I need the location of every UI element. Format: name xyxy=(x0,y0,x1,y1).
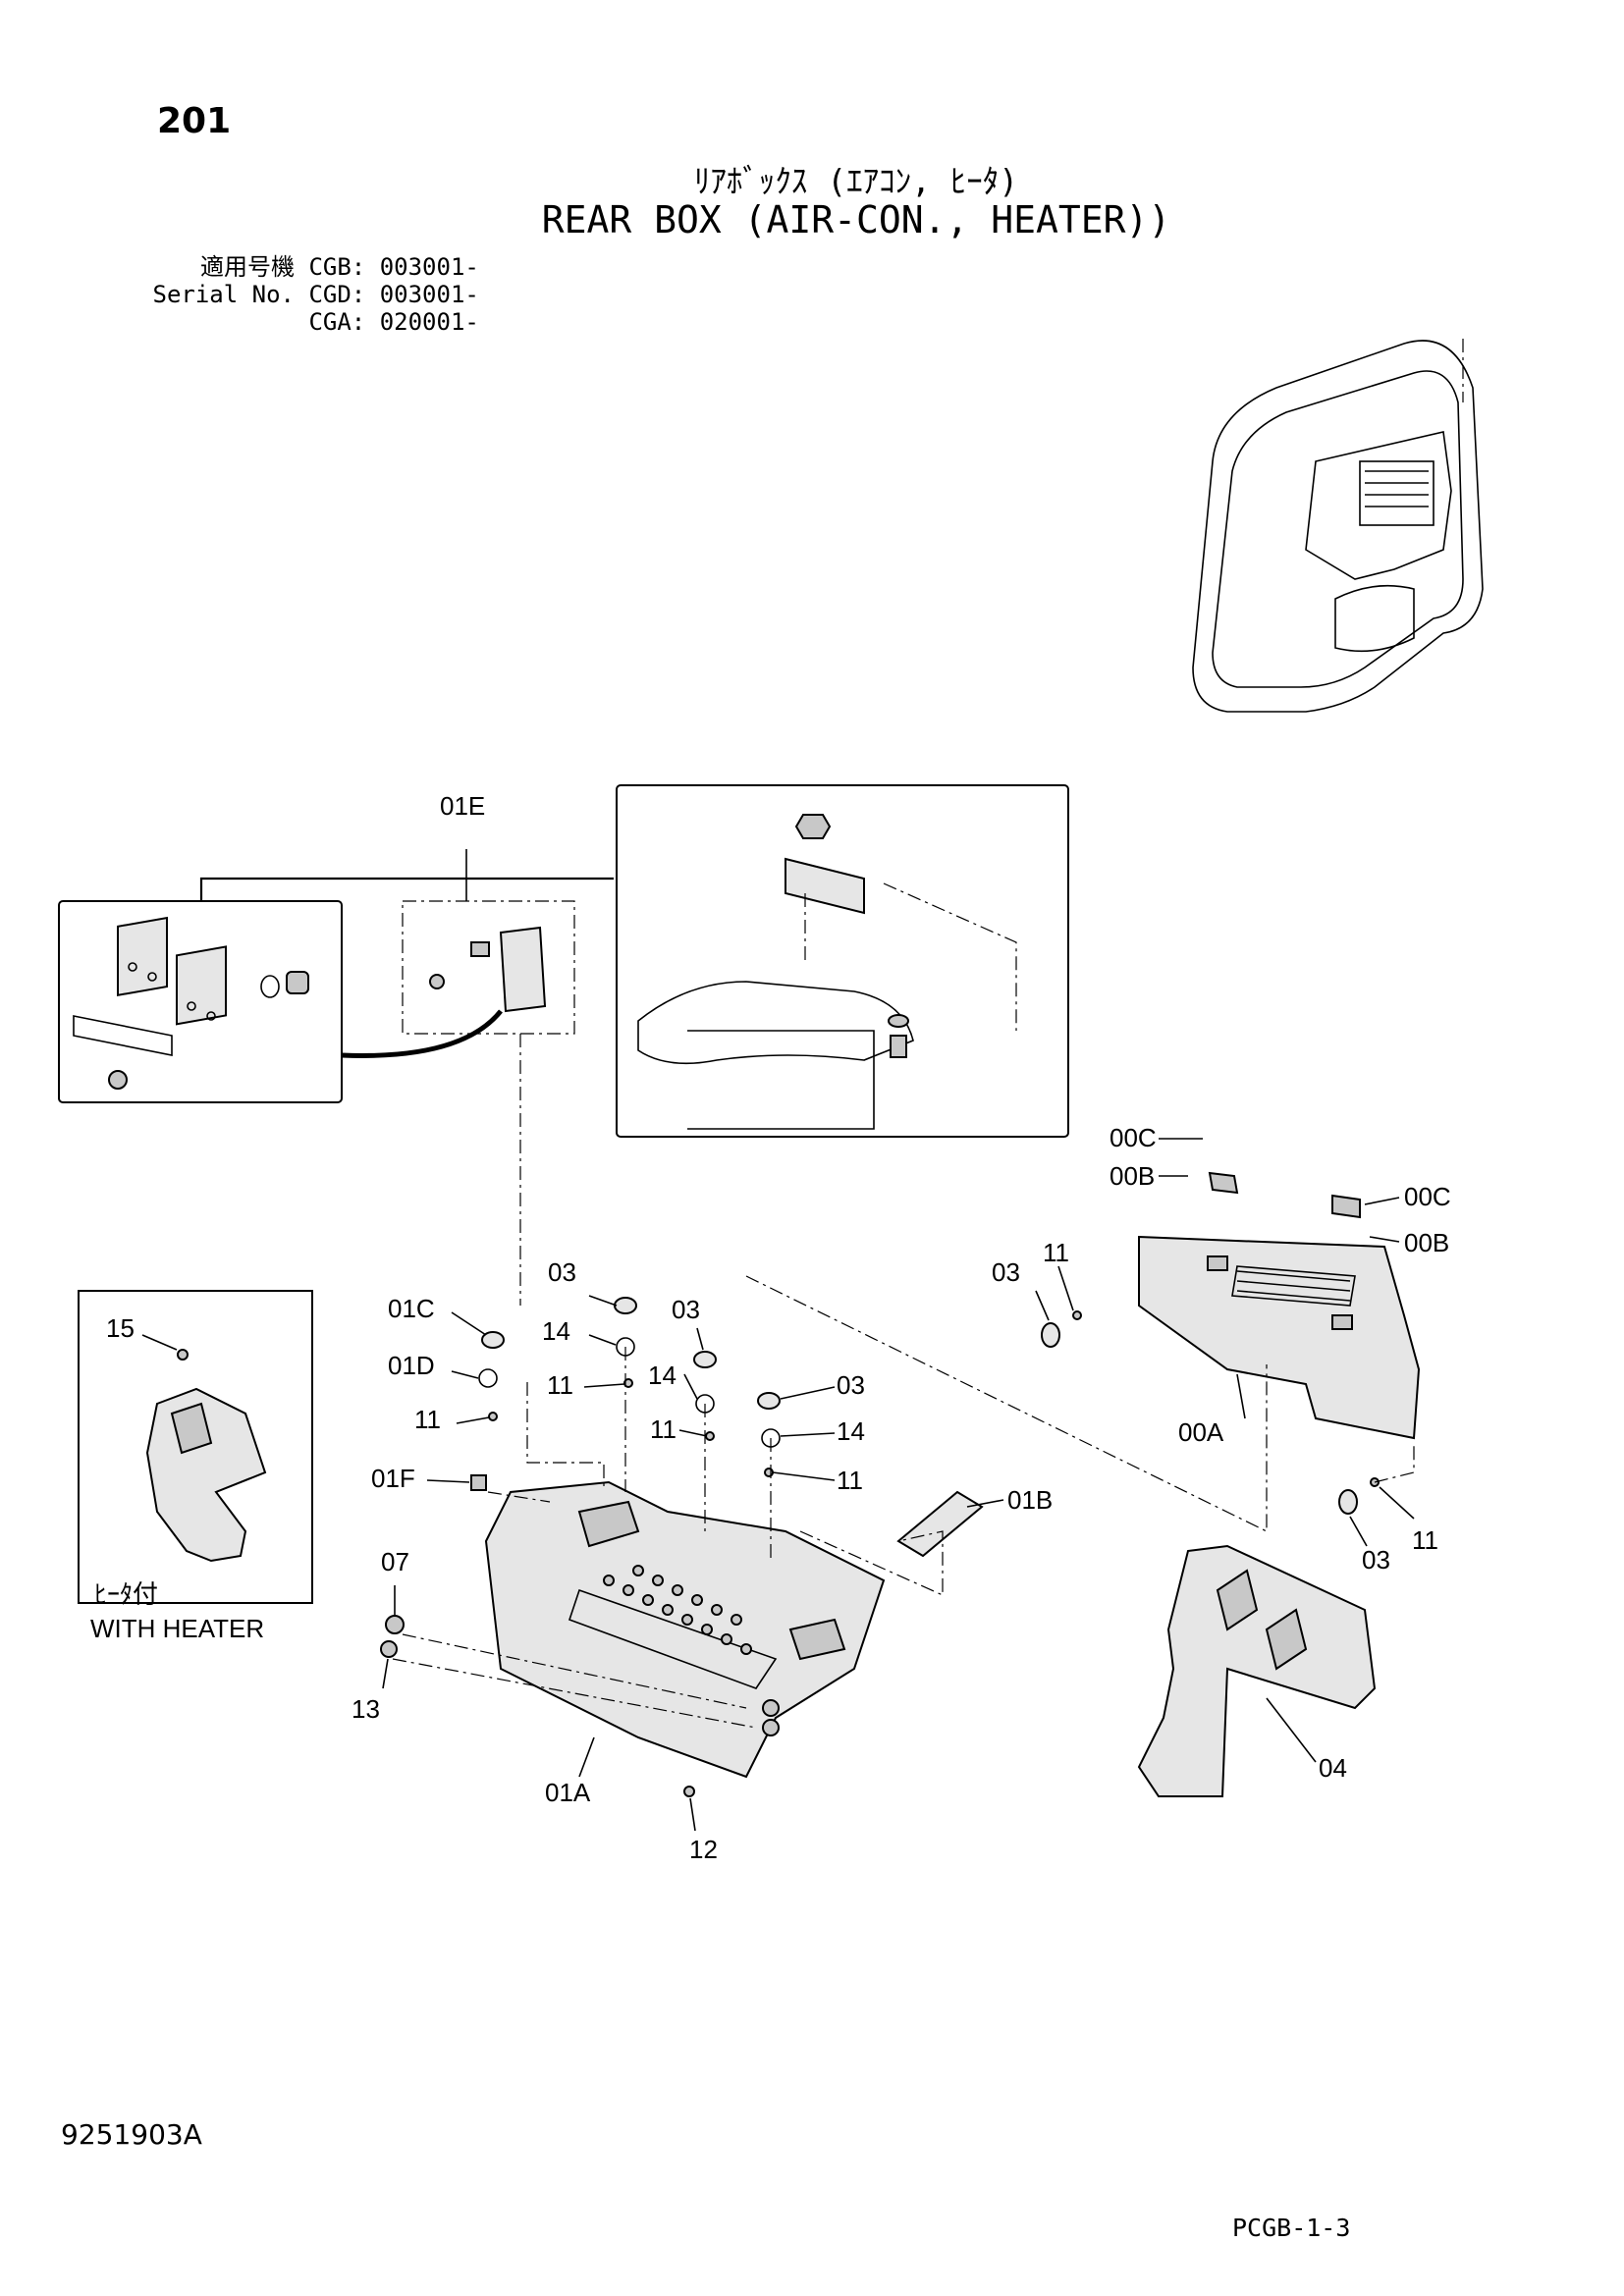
callout-03: 03 xyxy=(672,1295,700,1324)
callout-14: 14 xyxy=(837,1416,865,1446)
callout-14: 14 xyxy=(648,1361,677,1390)
fasteners xyxy=(380,1297,1380,1797)
detail-box-right xyxy=(616,784,1069,1138)
callout-13: 13 xyxy=(352,1694,380,1724)
callout-14: 14 xyxy=(542,1316,570,1346)
callout-11: 11 xyxy=(414,1405,441,1434)
grate-holes xyxy=(603,1565,752,1655)
part-01B xyxy=(896,1490,984,1558)
callout-03: 03 xyxy=(548,1257,576,1287)
callout-03: 03 xyxy=(1362,1545,1390,1575)
callout-12: 12 xyxy=(689,1835,718,1864)
serial-cgd: CGD: 003001- xyxy=(308,281,479,308)
callout-00A: 00A xyxy=(1178,1417,1224,1447)
callout-11: 11 xyxy=(1412,1525,1438,1555)
callout-01B: 01B xyxy=(1007,1485,1053,1515)
serial-cgb: CGB: 003001- xyxy=(308,253,479,281)
document-id: 9251903A xyxy=(61,2118,202,2151)
serial-label-jp: 適用号機 xyxy=(200,253,295,281)
callout-01C: 01C xyxy=(388,1294,435,1323)
callout-11: 11 xyxy=(650,1415,677,1444)
part-01A xyxy=(484,1480,886,1779)
heater-label-jp: ﾋｰﾀ付 xyxy=(94,1579,158,1609)
page-code: PCGB-1-3 xyxy=(1232,2214,1351,2242)
detail-box-left xyxy=(58,877,614,1103)
leader-lines xyxy=(141,1138,1415,1832)
part-00A xyxy=(1138,1171,1421,1440)
callout-11: 11 xyxy=(547,1370,573,1400)
callout-03: 03 xyxy=(837,1370,865,1400)
serial-number-block: 適用号機 CGB: 003001- Serial No. CGD: 003001… xyxy=(147,253,479,336)
callout-11: 11 xyxy=(1043,1238,1069,1267)
callout-04: 04 xyxy=(1319,1753,1347,1783)
title-japanese: ﾘｱﾎﾞｯｸｽ (ｴｱｺﾝ, ﾋｰﾀ) xyxy=(693,162,1019,200)
callout-00C: 00C xyxy=(1404,1182,1451,1211)
callout-15: 15 xyxy=(106,1313,135,1343)
heater-label-en: WITH HEATER xyxy=(90,1614,264,1643)
callout-11: 11 xyxy=(837,1466,863,1495)
title-english: REAR BOX (AIR-CON., HEATER)) xyxy=(541,198,1171,241)
cab-overview xyxy=(1192,339,1484,713)
callout-00B: 00B xyxy=(1404,1228,1449,1257)
callout-00C: 00C xyxy=(1110,1123,1157,1152)
heater-inset xyxy=(78,1290,313,1604)
callout-01F: 01F xyxy=(371,1464,415,1493)
callout-01A: 01A xyxy=(545,1778,591,1807)
serial-label-en: Serial No. xyxy=(152,281,296,308)
page-number: 201 xyxy=(157,101,232,141)
part-04 xyxy=(1137,1544,1377,1797)
callout-01E: 01E xyxy=(440,791,485,821)
callout-01D: 01D xyxy=(388,1351,435,1380)
callout-03: 03 xyxy=(992,1257,1020,1287)
callout-00B: 00B xyxy=(1110,1161,1155,1191)
serial-cga: CGA: 020001- xyxy=(308,308,479,336)
callout-07: 07 xyxy=(381,1547,409,1576)
detail-01E xyxy=(402,849,575,1306)
callout-labels: 01E 00C 00B 00C 00B 03 11 00A 11 03 01C … xyxy=(90,791,1451,1864)
